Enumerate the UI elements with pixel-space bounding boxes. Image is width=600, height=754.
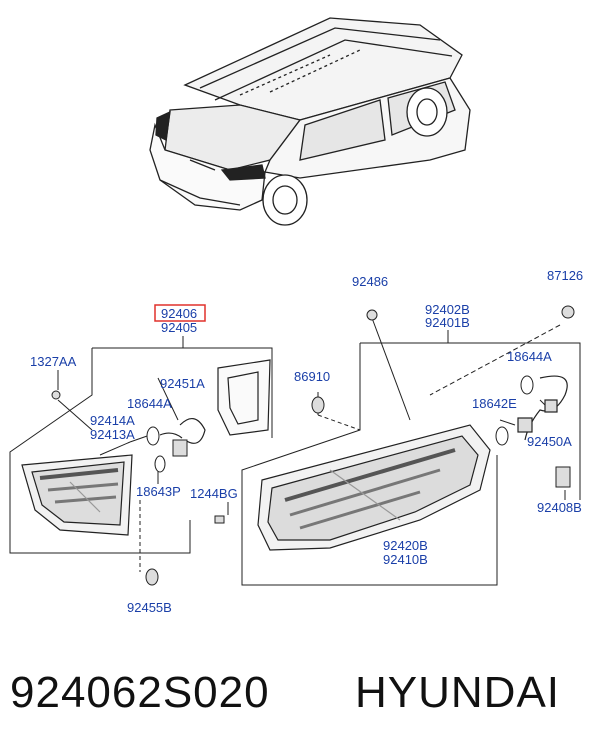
callout-92420b[interactable]: 92420B — [383, 538, 428, 553]
callout-92408b[interactable]: 92408B — [537, 500, 582, 515]
callout-18642e[interactable]: 18642E — [472, 396, 517, 411]
callout-92451a[interactable]: 92451A — [160, 376, 205, 391]
bulbs — [51, 305, 575, 586]
footer: 924062S020 HYUNDAI — [0, 660, 600, 740]
socket-harness-92451a — [159, 359, 271, 444]
callout-92402b[interactable]: 92402B — [425, 302, 470, 317]
callout-92414a[interactable]: 92414A — [90, 413, 135, 428]
right-assembly-lines — [227, 317, 581, 586]
callout-92413a[interactable]: 92413A — [90, 427, 135, 442]
part-number: 924062S020 — [10, 668, 270, 717]
callout-92486[interactable]: 92486 — [352, 274, 388, 289]
callout-1244bg[interactable]: 1244BG — [190, 486, 238, 501]
left-assembly-lines — [9, 336, 273, 572]
callout-18643p[interactable]: 18643P — [136, 484, 181, 499]
callout-92406[interactable]: 92406 — [161, 306, 197, 321]
callout-92410b[interactable]: 92410B — [383, 552, 428, 567]
callout-92455b[interactable]: 92455B — [127, 600, 172, 615]
socket-harness-92450a — [517, 375, 568, 441]
callout-1327aa[interactable]: 1327AA — [30, 354, 77, 369]
car-illustration — [149, 17, 471, 226]
callout-labels: 92406 92405 92451A 1327AA 18644A 92414A … — [30, 268, 583, 615]
callout-92450a[interactable]: 92450A — [527, 434, 572, 449]
callout-92405[interactable]: 92405 — [161, 320, 197, 335]
callout-86910[interactable]: 86910 — [294, 369, 330, 384]
callout-87126[interactable]: 87126 — [547, 268, 583, 283]
outer-tail-lamp — [257, 424, 491, 551]
highlight-box — [154, 304, 206, 322]
callout-18644a-left[interactable]: 18644A — [127, 396, 172, 411]
callout-92401b[interactable]: 92401B — [425, 315, 470, 330]
inner-tail-lamp — [21, 454, 133, 536]
brand-name: HYUNDAI — [355, 668, 561, 717]
callout-18644a-right[interactable]: 18644A — [507, 349, 552, 364]
